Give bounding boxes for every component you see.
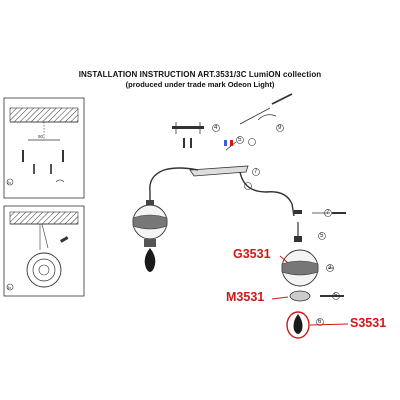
step-number: 6	[318, 319, 322, 325]
right-globe-assembly	[281, 209, 346, 339]
canopy-panel: 3x	[3, 205, 85, 297]
step-number: 5	[320, 233, 324, 239]
step-number: 4	[214, 125, 218, 131]
part-code-leaders	[271, 255, 349, 326]
step-number: 3	[328, 265, 332, 271]
ceiling-mount-panel: 90 2x	[3, 97, 85, 199]
crossbar-bracket	[172, 122, 220, 148]
screwdriver-wiring	[224, 93, 293, 151]
step-number: 7	[254, 169, 258, 175]
instruction-title: INSTALLATION INSTRUCTION ART.3531/3C Lum…	[78, 70, 322, 79]
part-code-crystal: S3531	[350, 316, 387, 330]
svg-text:2x: 2x	[7, 180, 11, 185]
part-code-cup: M3531	[226, 290, 265, 304]
part-code-shade: G3531	[233, 247, 271, 261]
step-number: 5	[238, 137, 242, 143]
step-number: 9	[278, 125, 282, 131]
left-globe-assembly	[132, 200, 168, 272]
fixture-body	[149, 165, 295, 217]
step-number: 7	[326, 210, 330, 216]
svg-text:90: 90	[38, 134, 44, 139]
svg-text:3x: 3x	[7, 285, 11, 290]
step-number: 5	[334, 293, 338, 299]
instruction-subtitle: (produced under trade mark Odeon Light)	[125, 80, 275, 89]
